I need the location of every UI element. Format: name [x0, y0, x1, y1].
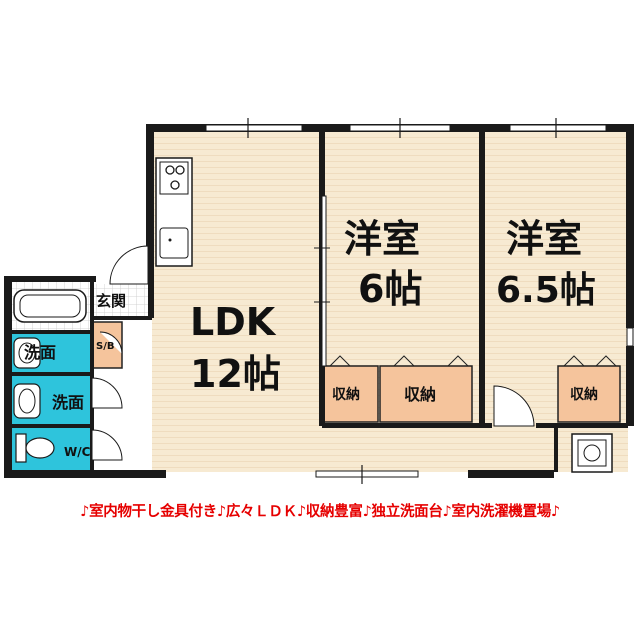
- toilet-label: W/C: [64, 445, 91, 459]
- storage-2: [379, 365, 473, 423]
- sliding-door: [314, 195, 330, 367]
- washbasin-upper-icon: [13, 337, 41, 369]
- window-ticks: [247, 118, 557, 484]
- ldk-size: 12帖: [190, 352, 281, 396]
- ldk-name: LDK: [190, 300, 277, 344]
- western2-name: 洋室: [506, 217, 582, 261]
- window-right: [626, 327, 634, 347]
- storage-2-label: 収納: [404, 385, 436, 404]
- entrance-label: 玄関: [96, 292, 126, 310]
- room-labels: LDK 12帖 洋室 6帖 洋室 6.5帖 玄関 S/B 洗面 洗面 W/C 収…: [24, 217, 598, 459]
- western2-size: 6.5帖: [496, 270, 596, 311]
- kitchen-counter: [155, 157, 193, 267]
- entrance-door-swing: [109, 245, 149, 285]
- storage-1-label: 収納: [332, 386, 360, 403]
- storage-1: [321, 365, 379, 423]
- entrance-floor: [92, 284, 152, 318]
- shoe-box-label: S/B: [96, 341, 114, 352]
- storage-3-label: 収納: [570, 386, 598, 403]
- washing-machine-icon: [571, 433, 613, 473]
- western2-door-swing: [493, 385, 535, 427]
- feature-caption: ♪室内物干し金具付き♪広々ＬＤＫ♪収納豊富♪独立洗面台♪室内洗濯機置場♪: [80, 504, 560, 520]
- washroom-upper-label: 洗面: [24, 343, 56, 362]
- wet-area-door-swings: [91, 331, 123, 461]
- western1-size: 6帖: [358, 267, 422, 311]
- washroom-lower-label: 洗面: [52, 393, 84, 412]
- storage-3: [557, 365, 621, 423]
- closet-door-markers: [329, 355, 617, 367]
- bathtub-icon: [13, 289, 87, 323]
- toilet-icon: [15, 433, 55, 463]
- washbasin-lower-icon: [13, 383, 41, 419]
- western1-name: 洋室: [344, 217, 420, 261]
